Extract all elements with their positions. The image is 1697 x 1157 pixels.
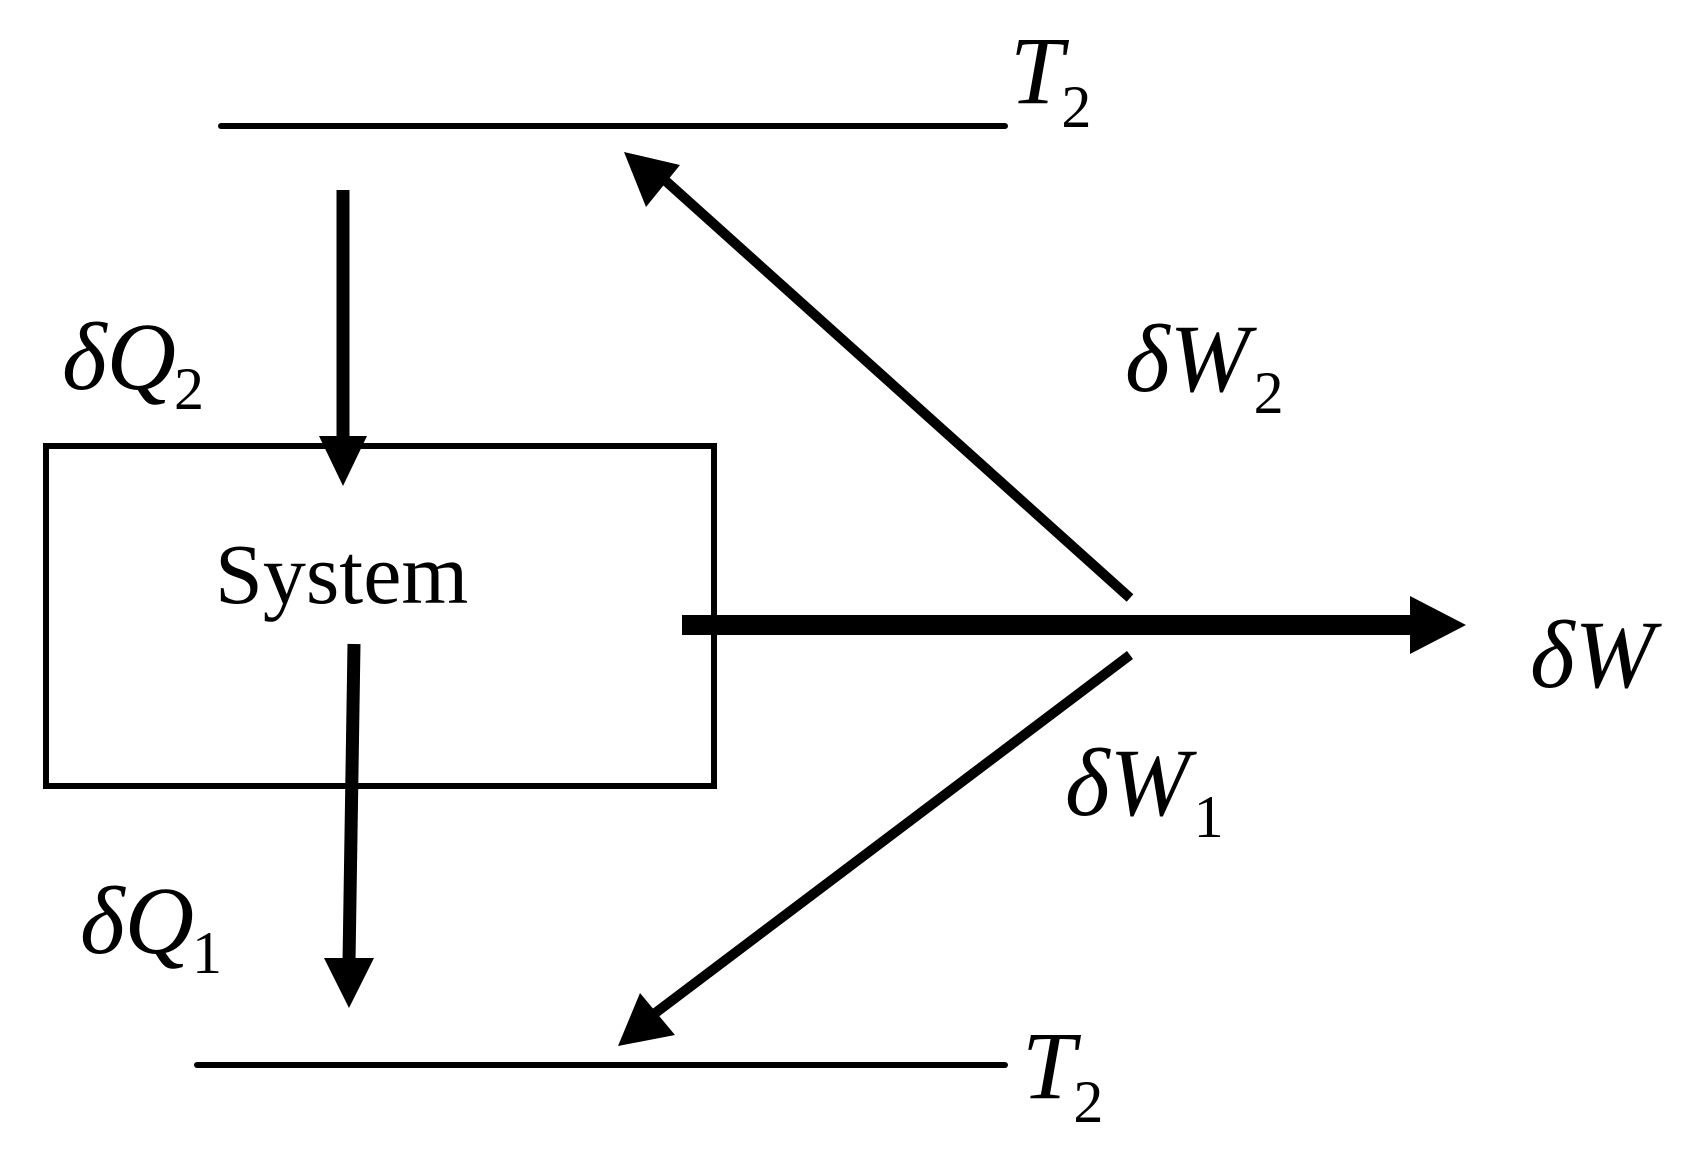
work-2-arrow [624,152,1134,602]
heat-out-label: δQ1 [80,867,222,986]
heat-in-label: δQ2 [62,303,204,422]
bottom-reservoir-label: T2 [1022,1012,1103,1135]
heat-out-arrow [324,643,374,1008]
system-label: System [215,526,468,622]
work-total-label: δW [1530,601,1663,708]
work-1-arrow [618,651,1134,1046]
work-1-label: δW1 [1065,729,1224,850]
top-reservoir-label: T2 [1010,17,1091,140]
work-2-label: δW2 [1125,305,1284,426]
work-total-arrow [682,596,1466,654]
heat-in-arrow [319,190,367,486]
